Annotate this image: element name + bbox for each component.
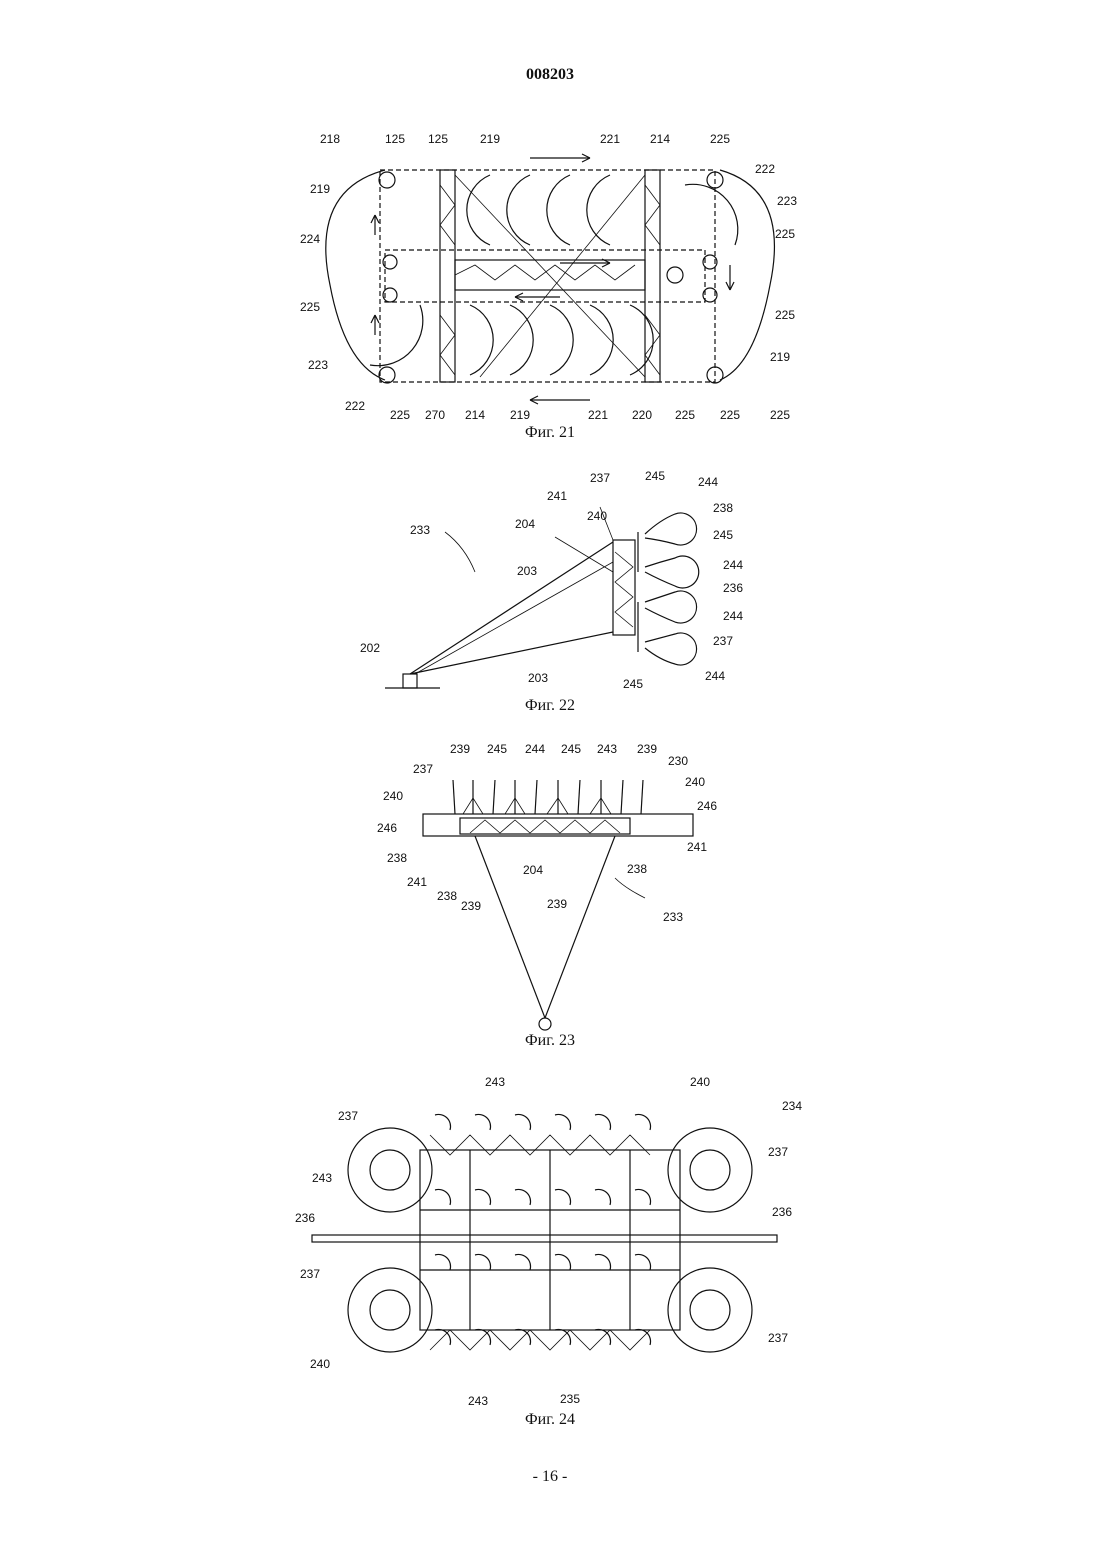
fig21-label: 225	[300, 300, 320, 314]
fig22-label: 244	[723, 558, 743, 572]
fig23-label: 243	[597, 742, 617, 756]
fig21-label: 223	[308, 358, 328, 372]
fig24-label: 237	[768, 1331, 788, 1345]
figure-22-drawing: 233 237 245 244 241 240 238 204 245 244 …	[355, 462, 755, 697]
fig24-label: 240	[690, 1075, 710, 1089]
fig24-label: 237	[300, 1267, 320, 1281]
fig22-label: 202	[360, 641, 380, 655]
fig22-label: 244	[723, 609, 743, 623]
fig23-label: 204	[523, 863, 543, 877]
fig21-label: 125	[428, 132, 448, 146]
fig22-label: 245	[713, 528, 733, 542]
fig23-label: 238	[437, 889, 457, 903]
fig21-label: 214	[650, 132, 670, 146]
fig22-label: 237	[713, 634, 733, 648]
fig23-label: 230	[668, 754, 688, 768]
fig21-label: 225	[390, 408, 410, 422]
fig23-label: 240	[685, 775, 705, 789]
fig23-label: 239	[461, 899, 481, 913]
fig23-label: 237	[413, 762, 433, 776]
fig23-label: 239	[547, 897, 567, 911]
fig23-label: 246	[697, 799, 717, 813]
fig21-label: 224	[300, 232, 320, 246]
fig22-label: 238	[713, 501, 733, 515]
fig21-label: 270	[425, 408, 445, 422]
fig24-label: 236	[772, 1205, 792, 1219]
fig23-label: 245	[487, 742, 507, 756]
fig22-label: 245	[645, 469, 665, 483]
fig22-label: 233	[410, 523, 430, 537]
fig22-label: 203	[517, 564, 537, 578]
fig21-label: 222	[755, 162, 775, 176]
fig21-label: 221	[600, 132, 620, 146]
fig24-label: 234	[782, 1099, 802, 1113]
figure-21-drawing: 218 125 125 219 221 214 225 219 222 223 …	[290, 125, 810, 435]
fig24-label: 243	[312, 1171, 332, 1185]
fig22-label: 204	[515, 517, 535, 531]
fig21-label: 219	[480, 132, 500, 146]
fig21-label: 225	[770, 408, 790, 422]
fig24-label: 236	[295, 1211, 315, 1225]
fig21-label: 214	[465, 408, 485, 422]
fig21-label: 225	[710, 132, 730, 146]
fig23-label: 239	[637, 742, 657, 756]
fig21-label: 225	[720, 408, 740, 422]
fig21-label: 220	[632, 408, 652, 422]
fig23-label: 241	[687, 840, 707, 854]
fig21-label: 125	[385, 132, 405, 146]
fig22-label: 240	[587, 509, 607, 523]
fig21-label: 221	[588, 408, 608, 422]
fig23-label: 246	[377, 821, 397, 835]
fig22-label: 241	[547, 489, 567, 503]
fig22-label: 236	[723, 581, 743, 595]
fig23-label: 238	[387, 851, 407, 865]
fig22-label: 203	[528, 671, 548, 685]
fig23-label: 241	[407, 875, 427, 889]
fig21-label: 222	[345, 399, 365, 413]
figure-24-caption: Фиг. 24	[450, 1411, 650, 1429]
fig21-label: 219	[510, 408, 530, 422]
figure-21-caption: Фиг. 21	[450, 424, 650, 442]
fig21-label: 225	[675, 408, 695, 422]
fig22-label: 244	[698, 475, 718, 489]
fig21-label: 218	[320, 132, 340, 146]
fig24-label: 243	[485, 1075, 505, 1089]
fig21-label: 225	[775, 308, 795, 322]
fig23-label: 245	[561, 742, 581, 756]
figure-24-drawing: 243 240 234 237 237 243 236 236 237 240 …	[290, 1070, 810, 1415]
fig21-label: 223	[777, 194, 797, 208]
fig21-label: 225	[775, 227, 795, 241]
fig23-label: 233	[663, 910, 683, 924]
fig23-label: 244	[525, 742, 545, 756]
fig22-label: 244	[705, 669, 725, 683]
fig24-label: 243	[468, 1394, 488, 1408]
fig21-label: 219	[310, 182, 330, 196]
figure-23-caption: Фиг. 23	[450, 1032, 650, 1050]
fig21-label: 219	[770, 350, 790, 364]
fig22-label: 237	[590, 471, 610, 485]
fig23-label: 238	[627, 862, 647, 876]
figure-23-drawing: 239 245 244 245 243 239 230 237 240 240 …	[375, 738, 745, 1033]
fig23-label: 240	[383, 789, 403, 803]
figure-22-caption: Фиг. 22	[450, 697, 650, 715]
document-number: 008203	[0, 66, 1100, 84]
page-number: - 16 -	[0, 1468, 1100, 1486]
fig24-label: 237	[768, 1145, 788, 1159]
fig24-label: 237	[338, 1109, 358, 1123]
fig23-label: 239	[450, 742, 470, 756]
fig24-label: 240	[310, 1357, 330, 1371]
fig24-label: 235	[560, 1392, 580, 1406]
fig22-label: 245	[623, 677, 643, 691]
